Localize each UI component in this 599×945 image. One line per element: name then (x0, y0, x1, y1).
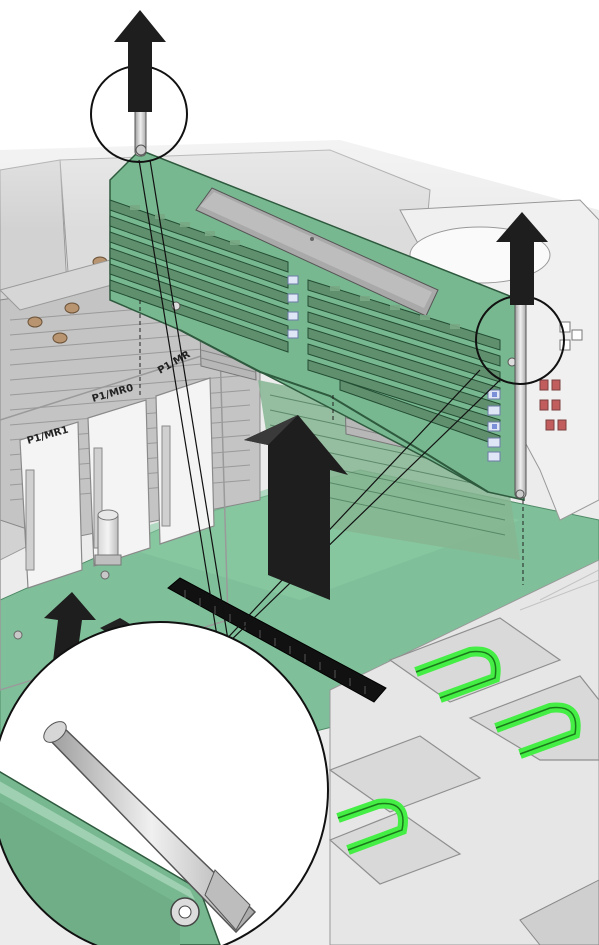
up-arrow-icon-top-left (114, 10, 166, 112)
callout-leader-lines (138, 159, 501, 647)
up-arrow-icon-center (244, 415, 348, 600)
standoff-screw (94, 509, 122, 566)
fan-modules (328, 559, 599, 945)
alignment-guide-lines (139, 300, 524, 585)
up-arrow-icon-top-right (496, 212, 548, 305)
magnify-callout-icon (0, 621, 329, 945)
memory-riser-card (109, 149, 525, 501)
lever-right[interactable] (514, 287, 527, 499)
